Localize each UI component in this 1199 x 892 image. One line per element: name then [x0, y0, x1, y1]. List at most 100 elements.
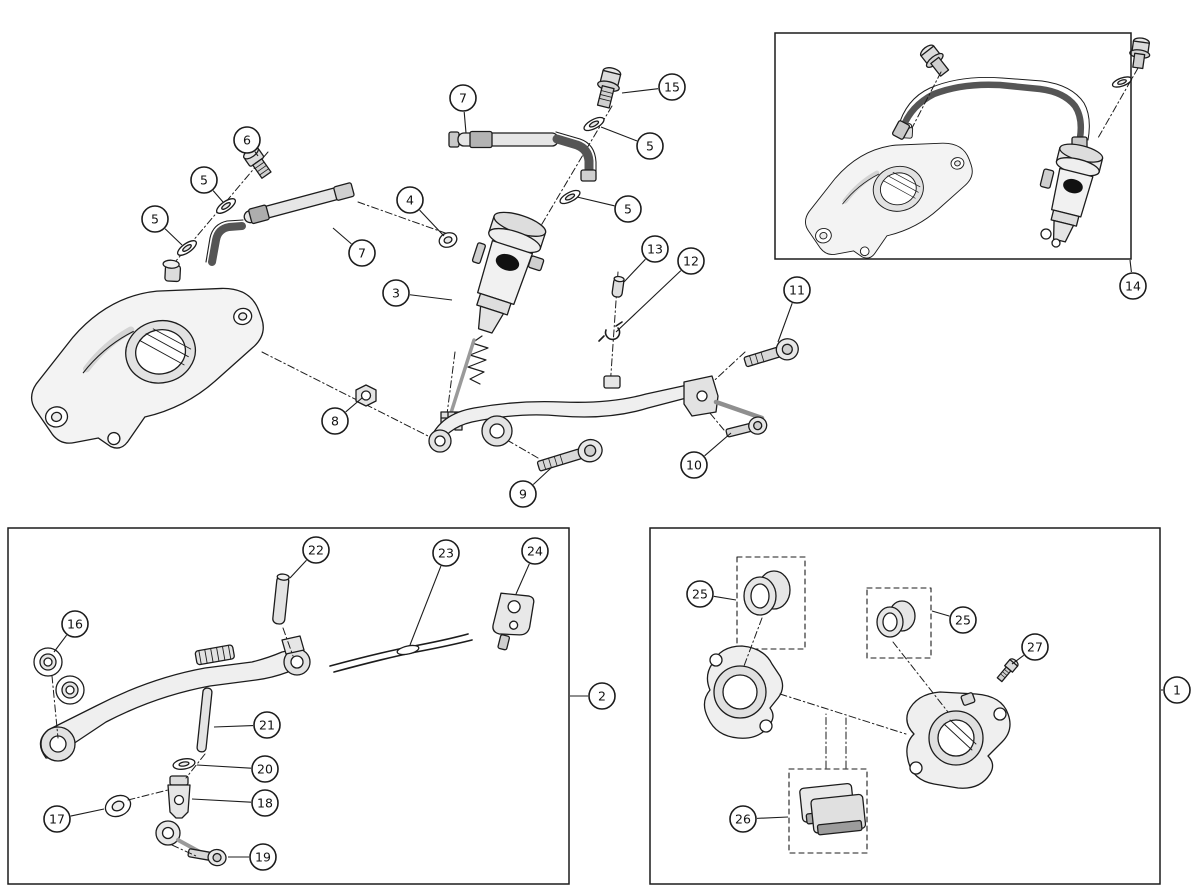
- callout-leader-6: [254, 151, 259, 157]
- switch-bracket: [492, 592, 535, 651]
- callout-circle: [396, 186, 424, 214]
- callout-leader-11: [777, 302, 793, 343]
- clevis-joint: [167, 775, 191, 819]
- inset-front-brake-assembly: [788, 37, 1151, 270]
- callout-circle: [449, 84, 477, 112]
- lock-nut: [355, 384, 377, 407]
- callout-7-brake-hose-lower: 7: [348, 239, 376, 267]
- return-spring-mc: [467, 335, 489, 385]
- callout-leader-22: [289, 559, 307, 579]
- callout-number: 5: [151, 212, 159, 227]
- callout-number: 27: [1027, 640, 1043, 655]
- callout-leader-3: [409, 294, 453, 301]
- washer-17: [104, 794, 132, 818]
- inset-rear-caliper-parts-border: [649, 527, 1161, 885]
- callout-circle: [321, 407, 349, 435]
- callout-23-return-spring: 23: [432, 539, 460, 567]
- callout-number: 18: [257, 796, 273, 811]
- callout-16-pivot-bearings: 16: [61, 610, 89, 638]
- callout-leader-20: [196, 764, 252, 769]
- washer-20: [172, 758, 196, 770]
- callout-number: 7: [358, 246, 366, 261]
- callout-leader-27: [1011, 654, 1025, 665]
- callout-number: 2: [598, 689, 606, 704]
- callout-22-pivot-pin: 22: [302, 536, 330, 564]
- callout-leader-13: [623, 258, 646, 283]
- artwork-layer: [8, 37, 1151, 867]
- bolt-19: [187, 848, 227, 867]
- callout-number: 24: [527, 544, 543, 559]
- callout-number: 1: [1173, 683, 1181, 698]
- callout-circle: [658, 73, 686, 101]
- callout-5-sealing-washer: 5: [190, 166, 218, 194]
- callout-13-clevis-pin: 13: [641, 235, 669, 263]
- callout-leader-9: [532, 467, 552, 485]
- callout-leader-8: [345, 397, 363, 413]
- grommet: [438, 232, 458, 248]
- brake-lever-arm: [428, 375, 765, 453]
- callout-number: 17: [49, 812, 65, 827]
- callout-number: 12: [683, 254, 699, 269]
- callout-circle: [382, 279, 410, 307]
- callout-leader-14: [1129, 259, 1132, 273]
- callout-number: 11: [789, 283, 805, 298]
- callout-leader-21: [213, 724, 254, 728]
- callout-circle: [253, 711, 281, 739]
- sealing-washers-left: [176, 198, 237, 256]
- callout-number: 20: [257, 762, 273, 777]
- brake-hose-upper: [448, 130, 597, 182]
- callout-15-banjo-bolt-top: 15: [658, 73, 686, 101]
- link-bolt: [725, 416, 768, 438]
- callout-number: 26: [735, 812, 751, 827]
- pivot-bearings: [33, 647, 85, 705]
- callout-leader-17: [70, 808, 105, 817]
- callout-leader-24: [515, 563, 530, 595]
- callout-leader-18: [191, 798, 252, 803]
- callout-leader-5: [212, 190, 224, 203]
- callout-7-brake-hose-upper: 7: [449, 84, 477, 112]
- callout-circle: [61, 610, 89, 638]
- callout-leader-5: [600, 126, 638, 142]
- callout-21-push-rod: 21: [253, 711, 281, 739]
- callout-leader-25: [713, 595, 737, 601]
- callout-leader-10: [704, 432, 732, 457]
- callout-leader-4: [419, 209, 445, 237]
- callout-14-inset-front-brake-assembly: 14: [1119, 272, 1147, 300]
- banjo-bolt-top: [596, 67, 622, 109]
- brand-badge: [495, 253, 520, 271]
- callout-leader-5: [576, 196, 615, 207]
- callout-circle: [348, 239, 376, 267]
- callout-number: 23: [438, 546, 454, 561]
- callout-number: 21: [259, 718, 275, 733]
- callout-leader-25: [931, 610, 950, 617]
- callout-circle: [636, 132, 664, 160]
- callout-circle: [1021, 633, 1049, 661]
- callout-leader-7: [463, 111, 467, 134]
- callout-number: 13: [647, 242, 663, 257]
- callout-2-inset-brake-pedal-assembly: 2: [588, 682, 616, 710]
- callout-circle: [641, 235, 669, 263]
- inset-banjo-bolt-right: [1129, 37, 1151, 70]
- callout-number: 25: [955, 613, 971, 628]
- brand-badge: [1063, 178, 1083, 194]
- callout-circle: [251, 755, 279, 783]
- callout-number: 22: [308, 543, 324, 558]
- inset-brake-pedal-assembly: [33, 573, 535, 867]
- callout-leader-26: [756, 816, 789, 819]
- inset-rear-master-cylinder: [1039, 143, 1104, 243]
- callout-number: 16: [67, 617, 83, 632]
- callout-number: 19: [255, 850, 271, 865]
- mount-bolt: [743, 338, 799, 368]
- callout-number: 5: [200, 173, 208, 188]
- callout-circle: [190, 166, 218, 194]
- callout-circle: [680, 451, 708, 479]
- callout-circle: [43, 805, 71, 833]
- callout-12-spring-clip: 12: [677, 247, 705, 275]
- callout-25-caliper-piston: 25: [949, 606, 977, 634]
- callout-circle: [141, 205, 169, 233]
- callout-leader-23: [409, 565, 442, 646]
- callout-leader-12: [615, 270, 682, 333]
- callout-circle: [233, 126, 261, 154]
- caliper-outer-half: [906, 691, 1011, 789]
- callout-circle: [783, 276, 811, 304]
